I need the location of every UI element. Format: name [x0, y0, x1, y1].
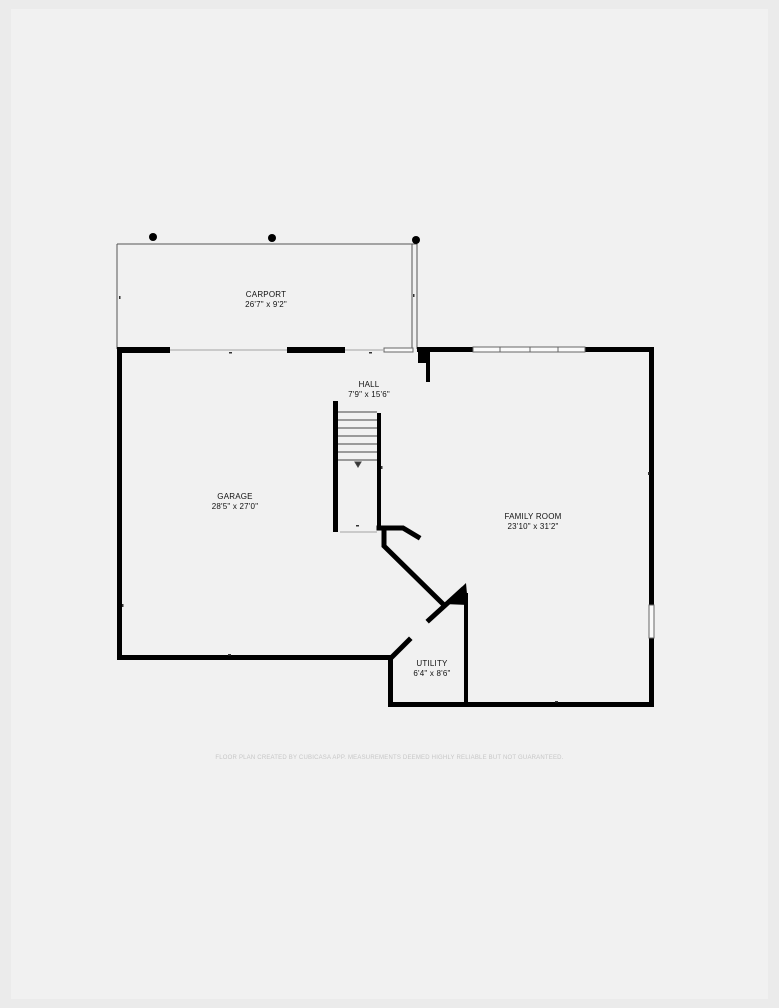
room-dimensions: 7'9" x 15'6"	[348, 390, 390, 399]
room-name: UTILITY	[416, 659, 448, 668]
opening-lines	[170, 349, 383, 533]
room-dimensions: 6'4" x 8'6"	[413, 669, 451, 678]
room-label-carport: CARPORT 26'7" x 9'2"	[245, 290, 287, 310]
carport-post	[412, 236, 420, 244]
utility-door-jamb	[444, 583, 468, 605]
carport-outline	[116, 243, 418, 349]
room-name: GARAGE	[217, 492, 253, 501]
room-dimensions: 28'5" x 27'0"	[211, 502, 259, 511]
walls	[117, 347, 654, 707]
room-dimensions: 26'7" x 9'2"	[245, 300, 287, 309]
floor-plan-sheet	[11, 9, 768, 999]
room-label-garage: GARAGE 28'5" x 27'0"	[212, 492, 258, 512]
room-name: HALL	[358, 380, 380, 389]
room-dimensions: 23'10" x 31'2"	[507, 522, 559, 531]
carport-post	[268, 234, 276, 242]
room-label-utility: UTILITY 6'4" x 8'6"	[413, 659, 450, 679]
wall-tick-marks	[119, 294, 650, 703]
disclaimer-footer: FLOOR PLAN CREATED BY CUBICASA APP. MEAS…	[215, 755, 564, 761]
carport-post	[149, 233, 157, 241]
room-name: FAMILY ROOM	[504, 512, 562, 521]
staircase	[338, 411, 377, 468]
room-label-family-room: FAMILY ROOM 23'10" x 31'2"	[504, 512, 561, 532]
angled-walls	[376, 525, 466, 662]
room-name: CARPORT	[245, 290, 287, 299]
windows	[383, 346, 655, 639]
room-label-hall: HALL 7'9" x 15'6"	[348, 380, 390, 400]
